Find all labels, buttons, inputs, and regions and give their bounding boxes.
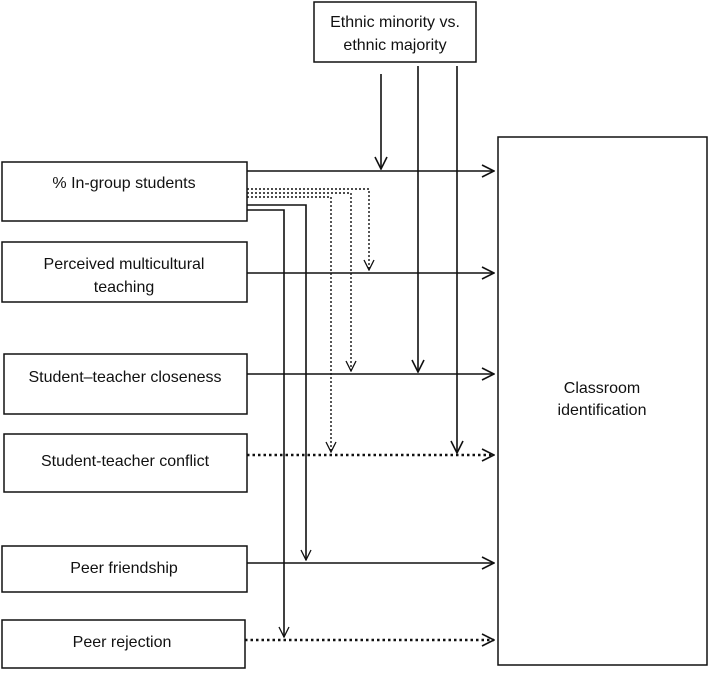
interaction-path-to-multicultural: [247, 188, 369, 270]
main-effect-paths: [245, 171, 494, 640]
outcome-node: Classroom identification: [497, 136, 708, 666]
moderator-paths: [381, 66, 457, 453]
predictor-node-closeness: Student–teacher closeness: [3, 353, 248, 415]
predictor-node-in-group: % In-group students: [1, 161, 248, 222]
in-group-interaction-paths: [247, 188, 369, 637]
predictor-label-conflict: Student-teacher conflict: [41, 453, 210, 470]
predictor-label-friendship: Peer friendship: [70, 560, 178, 577]
predictor-label-rejection: Peer rejection: [73, 634, 172, 651]
interaction-path-to-rejection: [247, 209, 284, 637]
moderator-node: Ethnic minority vs. ethnic majority: [313, 1, 477, 63]
predictor-label-multicultural-line1: Perceived multicultural: [44, 256, 205, 273]
predictor-label-multicultural-line2: teaching: [94, 279, 155, 296]
predictor-node-rejection: Peer rejection: [1, 619, 246, 669]
predictor-node-friendship: Peer friendship: [1, 545, 248, 593]
outcome-label-line2: identification: [558, 402, 647, 419]
moderator-label-line2: ethnic majority: [343, 37, 446, 54]
interaction-path-to-friendship: [247, 204, 306, 560]
predictor-label-closeness: Student–teacher closeness: [28, 369, 221, 386]
predictor-label-in-group: % In-group students: [52, 175, 195, 192]
interaction-path-to-conflict: [247, 196, 331, 452]
moderator-label-line1: Ethnic minority vs.: [330, 14, 460, 31]
predictor-node-multicultural: Perceived multicultural teaching: [1, 241, 248, 303]
interaction-path-to-closeness: [247, 192, 351, 371]
outcome-label-line1: Classroom: [564, 380, 640, 397]
predictor-node-conflict: Student-teacher conflict: [3, 433, 248, 493]
